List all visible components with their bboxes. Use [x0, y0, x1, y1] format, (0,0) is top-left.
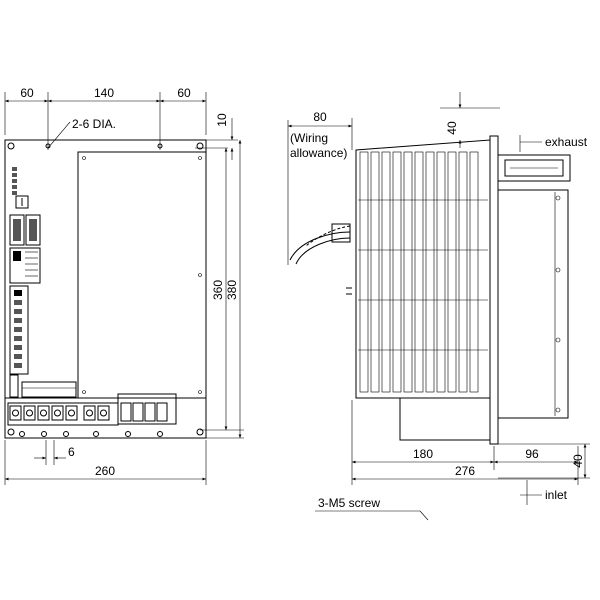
bottom-clearance: 40 inlet	[498, 443, 590, 505]
hole-label: 2-6 DIA.	[72, 117, 116, 131]
inlet-label: inlet	[545, 488, 568, 502]
dim-bottom-small: 6	[68, 445, 75, 459]
fan-section	[497, 154, 571, 419]
side-depth-dimensions: 180 96 276	[351, 400, 579, 485]
dim-top-right: 60	[177, 86, 191, 100]
front-bottom-dimensions: 6 260	[4, 440, 207, 485]
dim-wiring: 80	[313, 110, 327, 124]
wiring-label-2: allowance)	[290, 146, 347, 160]
front-right-dimensions: 10 360 380	[170, 113, 244, 439]
bottom-terminals	[4, 393, 207, 439]
front-view: 60 140 60 2-6 DIA. 10 360 380	[4, 86, 244, 485]
dim-right-top: 10	[215, 113, 229, 127]
dim-top-mid: 140	[94, 86, 114, 100]
screw-label: 3-M5 screw	[318, 496, 380, 510]
front-top-dimensions: 60 140 60	[4, 86, 207, 150]
dim-depth-total: 276	[455, 464, 475, 478]
top-clearance: 40	[440, 92, 500, 148]
dim-height-inner: 360	[211, 280, 225, 300]
dim-width: 260	[95, 464, 115, 478]
hole-callout: 2-6 DIA.	[47, 117, 116, 149]
dim-height-outer: 380	[225, 280, 239, 300]
exhaust-label: exhaust	[545, 135, 588, 149]
wiring-allowance: 80 (Wiring allowance)	[287, 110, 353, 265]
dim-depth-front: 180	[413, 447, 433, 461]
side-view: 80 (Wiring allowance) 40	[287, 92, 590, 521]
side-body	[346, 135, 499, 445]
dim-depth-back: 96	[525, 447, 539, 461]
front-enclosure	[4, 139, 207, 439]
screw-callout: 3-M5 screw	[315, 496, 429, 521]
heatsink-fins	[358, 151, 488, 393]
exhaust-callout: exhaust	[519, 135, 588, 152]
control-panel	[9, 167, 77, 398]
dim-top-left: 60	[20, 86, 34, 100]
dim-top-clearance: 40	[445, 121, 459, 135]
wiring-label-1: (Wiring	[290, 131, 328, 145]
